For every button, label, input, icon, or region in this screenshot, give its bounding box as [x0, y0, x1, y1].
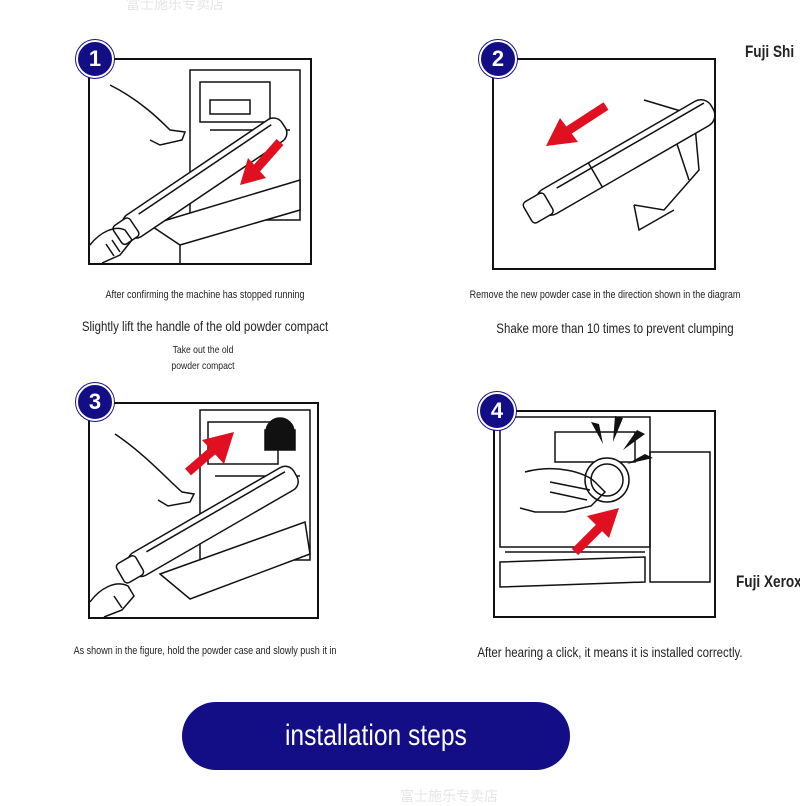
step-2-illustration — [492, 58, 716, 270]
step-3-caption-1: As shown in the figure, hold the powder … — [73, 645, 337, 657]
brand-label-top: Fuji Shi — [745, 42, 795, 61]
step-3-badge: 3 — [76, 383, 114, 421]
step-1-arrow-icon — [240, 139, 284, 185]
step-2-caption-1: Remove the new powder case in the direct… — [469, 289, 741, 301]
step-4-arrow-icon — [571, 508, 619, 556]
installation-steps-banner: installation steps — [182, 702, 570, 770]
step-1-badge: 1 — [76, 40, 114, 78]
step-1-illustration — [88, 58, 312, 265]
step-3-arrow-icon — [185, 432, 234, 476]
step-4-badge: 4 — [478, 392, 516, 430]
step-4-caption-1: After hearing a click, it means it is in… — [477, 644, 743, 660]
step-2-caption-2: Shake more than 10 times to prevent clum… — [496, 320, 734, 336]
watermark-bottom: 富士施乐专卖店 — [400, 788, 498, 804]
step-2-badge: 2 — [479, 40, 517, 78]
brand-label-bottom: Fuji Xerox — [736, 572, 800, 591]
step-1-caption-4: powder compact — [171, 360, 235, 372]
step-1-caption-2: Slightly lift the handle of the old powd… — [81, 318, 329, 334]
step-4-click-icon — [591, 416, 653, 464]
step-3-illustration — [88, 402, 319, 619]
watermark-top: 富士施乐专卖店 — [126, 0, 224, 12]
step-2-arrow-icon — [546, 102, 609, 146]
step-4-illustration — [493, 410, 716, 618]
installation-steps-label: installation steps — [285, 719, 467, 752]
step-1-caption-3: Take out the old — [172, 344, 234, 356]
step-1-caption-1: After confirming the machine has stopped… — [105, 289, 305, 301]
